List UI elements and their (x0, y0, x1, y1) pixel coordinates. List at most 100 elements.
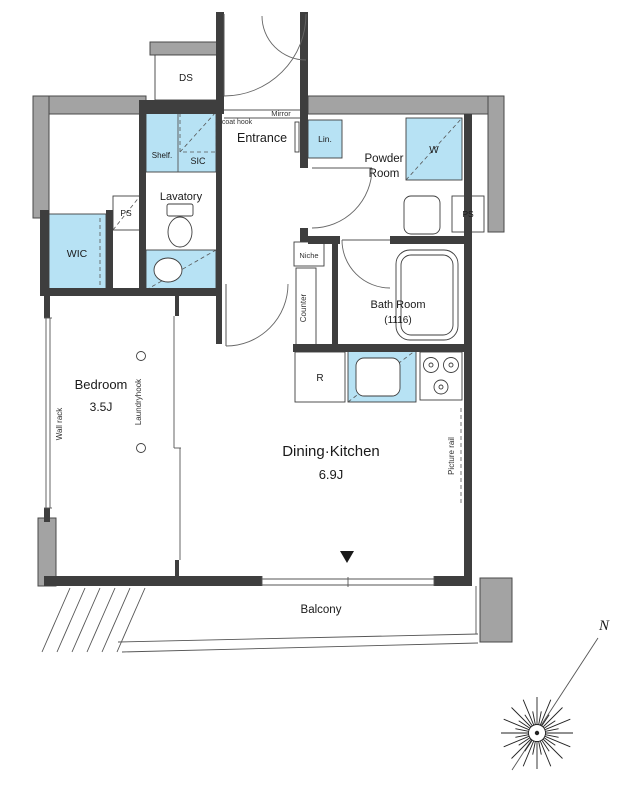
concrete-se-block (479, 577, 513, 643)
ps-right-label: PS (462, 209, 474, 219)
bedroom-label-2: 3.5J (90, 400, 113, 414)
compass-north-label: N (598, 618, 610, 634)
ps-left-diagonal (112, 195, 141, 231)
walls (40, 12, 472, 586)
openings (44, 109, 435, 587)
niche-label: Niche (299, 251, 318, 260)
toilet-bowl (167, 216, 193, 248)
bedroom-north-wall (40, 288, 222, 296)
wall-rack-label: Wall rack (55, 407, 64, 441)
balcony-railing (117, 586, 479, 653)
burner-2-dot (448, 362, 454, 368)
toilet-tank (166, 203, 194, 217)
bath-north-wall-east (390, 236, 472, 244)
concrete-right-strip (487, 95, 505, 233)
ds-label: DS (179, 73, 193, 84)
mirror-strip (294, 121, 300, 153)
lavatory-label: Lavatory (160, 191, 203, 203)
bedroom-west-wall-upper (44, 296, 50, 318)
bath-north-wall-west (308, 236, 340, 244)
burner-1-dot (428, 362, 434, 368)
powder-basin (403, 195, 441, 235)
powder-west-wall-upper (300, 114, 308, 168)
concrete-above-ds (149, 41, 225, 56)
laundry-hook-label: Laundryhook (134, 378, 143, 425)
balcony-door-arrow (340, 551, 354, 563)
powder-room-label-1: Powder (365, 153, 404, 165)
partition-post-south (175, 560, 179, 576)
bedroom-window (44, 317, 52, 509)
ds-duct (154, 54, 218, 101)
concrete-band-nw (32, 95, 147, 115)
kitchen-sink (355, 357, 401, 397)
bath-room-label-2: (1116) (384, 315, 411, 326)
exterior-stairs (41, 587, 146, 653)
bath-room-door (341, 239, 391, 289)
washer-space (405, 117, 463, 181)
bath-room-label-1: Bath Room (370, 299, 425, 311)
laundry-hook-points (136, 351, 146, 453)
picture-rail-label: Picture rail (447, 437, 456, 475)
compass: N (501, 618, 610, 771)
wic-label: WIC (67, 248, 88, 260)
dining-kitchen-label-2: 6.9J (319, 467, 344, 482)
shelf-label: Shelf. (152, 151, 172, 160)
bedroom-label-1: Bedroom (75, 377, 128, 392)
concrete-band-ne (307, 95, 505, 115)
fixtures-white (112, 54, 485, 403)
burner-3 (433, 379, 449, 395)
corridor-west-wall (216, 12, 224, 114)
doors (223, 13, 391, 347)
refrigerator-space (294, 351, 346, 403)
compass-needle (511, 637, 599, 771)
coat-hook-diagonal (179, 111, 217, 153)
ps-left-label: PS (120, 208, 132, 218)
compass-star-icon (501, 697, 573, 769)
bedroom-sliding-door (173, 316, 181, 560)
washer-label: W (429, 145, 439, 156)
bathtub-inner (400, 254, 454, 336)
bath-west-wall (332, 244, 338, 344)
dining-kitchen-label-1: Dining·Kitchen (282, 443, 380, 460)
wic-east-wall (106, 210, 113, 296)
lavatory-door (225, 283, 289, 347)
burner-2 (443, 357, 459, 373)
counter-label: Counter (299, 293, 308, 322)
bath-south-wall (293, 344, 472, 352)
mirror-label: Mirror (271, 109, 291, 118)
powder-west-wall-lower (300, 228, 308, 242)
sic-label: SIC (190, 156, 206, 166)
powder-room-door (311, 167, 373, 229)
genkan-step-lines (224, 109, 300, 119)
balcony-sliding-window (261, 576, 435, 587)
stove (419, 351, 463, 401)
bedroom-west-wall-lower (44, 508, 50, 522)
south-wall-east (434, 576, 472, 586)
wic-closet (48, 213, 107, 295)
concrete-sw-block (37, 517, 57, 587)
structural-concrete (32, 41, 513, 643)
lin-label: Lin. (318, 134, 332, 144)
wic-west-wall (40, 210, 49, 296)
balcony-label: Balcony (301, 604, 342, 616)
lavatory-west-wall (139, 108, 146, 296)
coat-hook-label: coat hook (222, 119, 253, 126)
burner-1 (423, 357, 439, 373)
partition-post-north (175, 296, 179, 316)
powder-room-label-2: Room (369, 168, 400, 180)
labels: DS Entrance Mirror coat hook Shelf. SIC … (55, 73, 474, 616)
sic-north-wall (139, 100, 224, 114)
hall-west-wall (216, 114, 222, 344)
balcony-exterior (41, 351, 479, 653)
vanity-basin (153, 257, 183, 283)
burner-3-dot (438, 384, 444, 390)
linen-closet (307, 119, 343, 159)
entrance-label: Entrance (237, 131, 287, 145)
south-wall-west (44, 576, 262, 586)
corridor-east-wall (300, 12, 308, 114)
fixture-fills (48, 109, 463, 403)
refrigerator-label: R (316, 373, 323, 384)
concrete-left-column (32, 95, 50, 219)
